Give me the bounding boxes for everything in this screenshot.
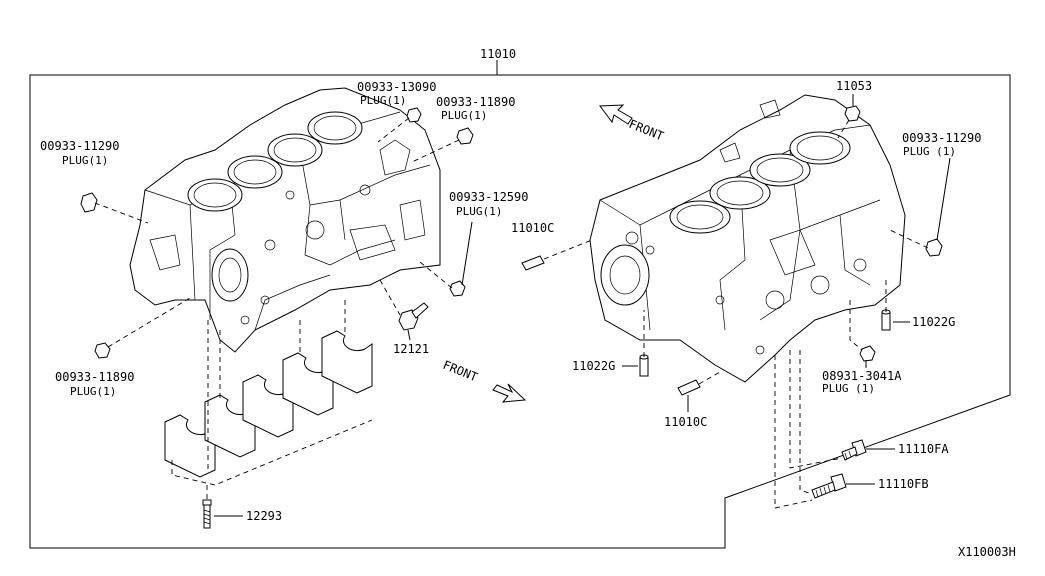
bolt-fb-number: 11110FB — [878, 477, 929, 491]
plug-lower-left-number: 00933-11890 — [55, 370, 134, 384]
dowel-lower-left-number: 11022G — [572, 359, 615, 373]
dowel-right-number: 11022G — [912, 315, 955, 329]
front-label-left: FRONT — [441, 358, 480, 385]
assembly-frame — [29, 74, 1011, 549]
plug-right: 00933-12590 PLUG(1) — [419, 190, 528, 297]
plug-lower-left: 00933-11890 PLUG(1) — [55, 297, 191, 398]
plug-upper-left-qty: PLUG(1) — [62, 154, 108, 167]
front-label-right: FRONT — [627, 117, 666, 144]
right-cylinder-block — [589, 94, 906, 383]
diagram-code: X110003H — [958, 545, 1016, 559]
plug-right-block: 00933-11290 PLUG (1) — [889, 131, 981, 257]
bolt-fa: 11110FA — [789, 350, 949, 469]
bolt-fb: 11110FB — [774, 350, 929, 509]
plug-lower-left-qty: PLUG(1) — [70, 385, 116, 398]
bolt-fa-number: 11110FA — [898, 442, 949, 456]
plug-bottom: 08931-3041A PLUG (1) — [822, 300, 902, 395]
dowel-right: 11022G — [881, 280, 955, 331]
plug-right-number: 00933-12590 — [449, 190, 528, 204]
knock-sensor: 12121 — [379, 279, 429, 356]
left-cylinder-block — [129, 87, 441, 353]
plug-top-right: 00933-11890 PLUG(1) — [411, 95, 515, 163]
plug-upper-left: 00933-11290 PLUG(1) — [40, 139, 149, 224]
plug-top-right-number: 00933-11890 — [436, 95, 515, 109]
front-arrow-right: FRONT — [599, 104, 666, 144]
dowel-upper: 11010C — [511, 221, 593, 271]
dowel-upper-number: 11010C — [511, 221, 554, 235]
cap-bolt-number: 12293 — [246, 509, 282, 523]
main-bearing-caps — [164, 300, 373, 486]
cap-11053: 11053 — [836, 79, 872, 139]
plug-top-right-qty: PLUG(1) — [441, 109, 487, 122]
front-arrow-left: FRONT — [441, 358, 527, 403]
plug-bottom-number: 08931-3041A — [822, 369, 902, 383]
plug-right-block-number: 00933-11290 — [902, 131, 981, 145]
dowel-lower: 11010C — [664, 371, 721, 429]
plug-top-number: 00933-13090 — [357, 80, 436, 94]
plug-top: 00933-13090 PLUG(1) — [357, 80, 436, 143]
plug-top-qty: PLUG(1) — [360, 94, 406, 107]
plug-bottom-qty: PLUG (1) — [822, 382, 875, 395]
plug-right-qty: PLUG(1) — [456, 205, 502, 218]
dowel-lower-left: 11022G — [572, 310, 649, 377]
main-part-number: 11010 — [480, 47, 516, 61]
cap-11053-number: 11053 — [836, 79, 872, 93]
plug-right-block-qty: PLUG (1) — [903, 145, 956, 158]
dowel-lower-number: 11010C — [664, 415, 707, 429]
knock-sensor-number: 12121 — [393, 342, 429, 356]
cap-bolt: 12293 — [202, 485, 282, 529]
plug-upper-left-number: 00933-11290 — [40, 139, 119, 153]
